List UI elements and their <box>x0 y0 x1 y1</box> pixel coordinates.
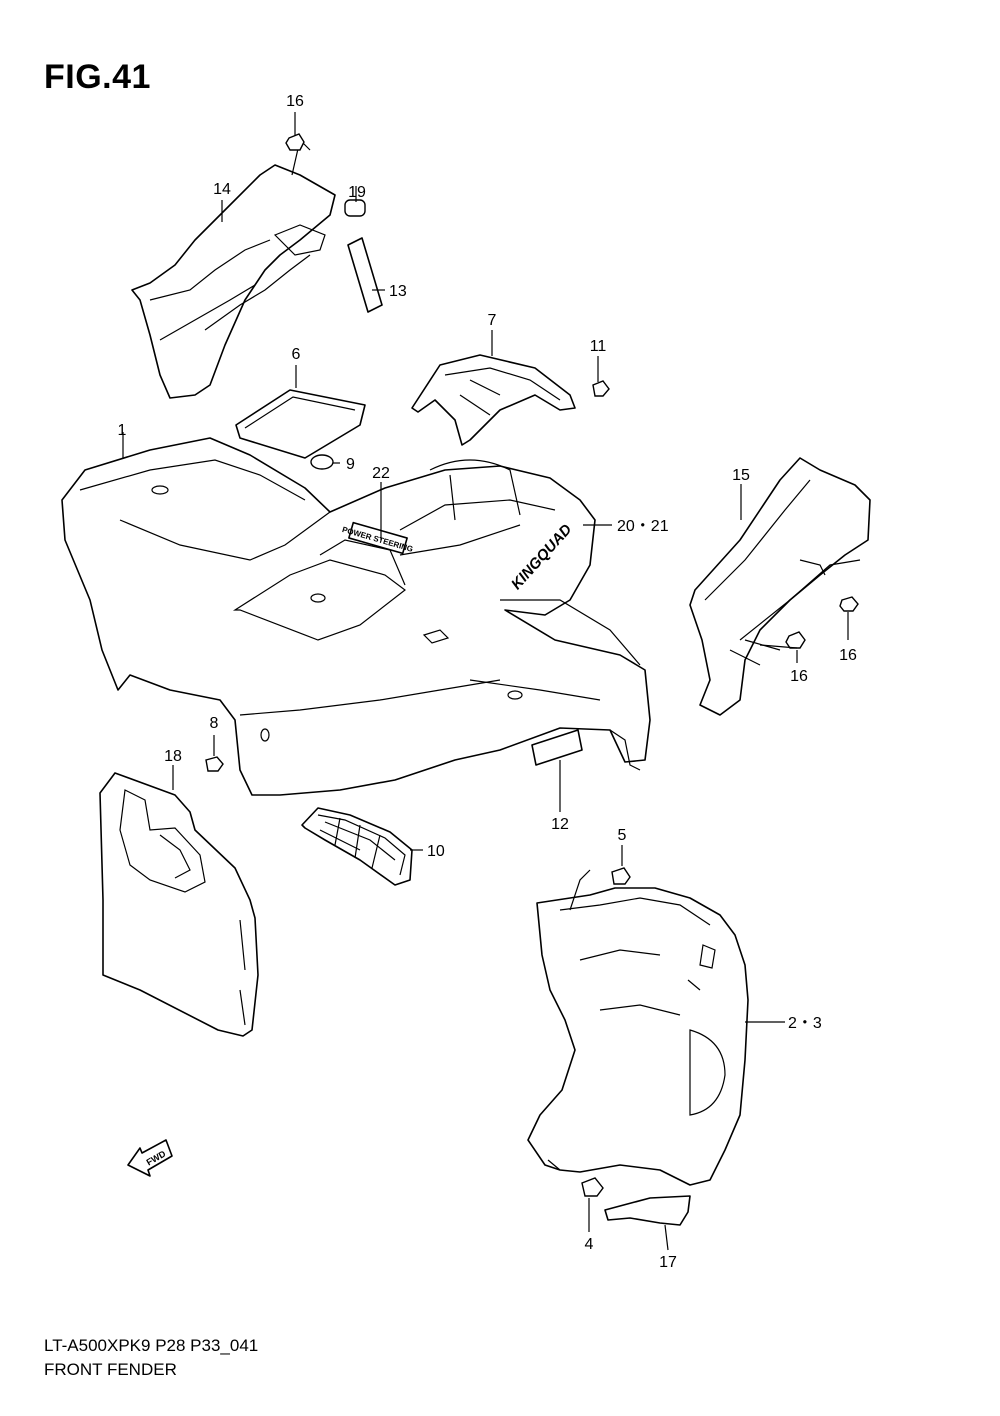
callout-14: 14 <box>213 181 231 198</box>
callout-1: 1 <box>118 422 127 439</box>
part-17-trim[interactable] <box>604 1195 691 1226</box>
callout-6: 6 <box>292 346 301 363</box>
callout-9: 9 <box>346 456 355 473</box>
callout-17: 17 <box>659 1254 677 1271</box>
fwd-arrow-icon: FWD <box>127 1139 173 1177</box>
part-1-front-fender[interactable] <box>61 437 651 796</box>
callout-16-right-lower: 16 <box>790 668 808 685</box>
callout-12: 12 <box>551 816 569 833</box>
part-14-left-side-panel[interactable] <box>131 139 336 399</box>
callout-labels: 16 14 19 13 6 7 11 1 9 22 20・21 15 16 16… <box>118 93 857 1271</box>
callout-19: 19 <box>348 184 366 201</box>
callout-8: 8 <box>210 715 219 732</box>
leader-lines <box>122 112 849 1251</box>
part-8-screw[interactable] <box>205 756 224 772</box>
part-5-screw[interactable] <box>611 867 631 885</box>
part-9-grommet[interactable] <box>310 454 334 470</box>
part-11-screw[interactable] <box>592 380 610 397</box>
callout-22: 22 <box>372 465 390 482</box>
figure-name: FRONT FENDER <box>44 1360 177 1379</box>
part-6-box-lid[interactable] <box>235 389 366 459</box>
part-16-bolt-right-upper[interactable] <box>839 596 859 612</box>
part-19-grommet[interactable] <box>344 199 366 217</box>
callout-18: 18 <box>164 748 182 765</box>
callout-16-right-upper: 16 <box>839 647 857 664</box>
callout-5: 5 <box>618 827 627 844</box>
callout-4: 4 <box>585 1236 594 1253</box>
part-16-bolt-right-lower[interactable] <box>785 631 806 649</box>
callout-11: 11 <box>590 338 607 355</box>
part-2-3-inner-fender[interactable] <box>527 869 749 1186</box>
callout-15: 15 <box>732 467 750 484</box>
part-4-screw[interactable] <box>581 1177 604 1197</box>
callout-16-top: 16 <box>286 93 304 110</box>
callout-13: 13 <box>389 283 407 300</box>
callout-20-21: 20・21 <box>617 518 669 535</box>
figure-title: FIG.41 <box>44 58 151 96</box>
part-7-front-cover[interactable] <box>411 354 576 446</box>
part-10-grille[interactable] <box>301 807 413 886</box>
callout-2-3: 2・3 <box>788 1015 822 1032</box>
model-code: LT-A500XPK9 P28 P33_041 <box>44 1336 259 1355</box>
part-16-bolt-top[interactable] <box>285 133 305 151</box>
part-12-pad[interactable] <box>531 729 583 766</box>
callout-10: 10 <box>427 843 445 860</box>
part-13-cushion[interactable] <box>347 237 383 313</box>
callout-7: 7 <box>488 312 497 329</box>
part-18-cover-sheet[interactable] <box>99 772 259 1037</box>
part-15-right-side-panel[interactable] <box>689 457 871 716</box>
